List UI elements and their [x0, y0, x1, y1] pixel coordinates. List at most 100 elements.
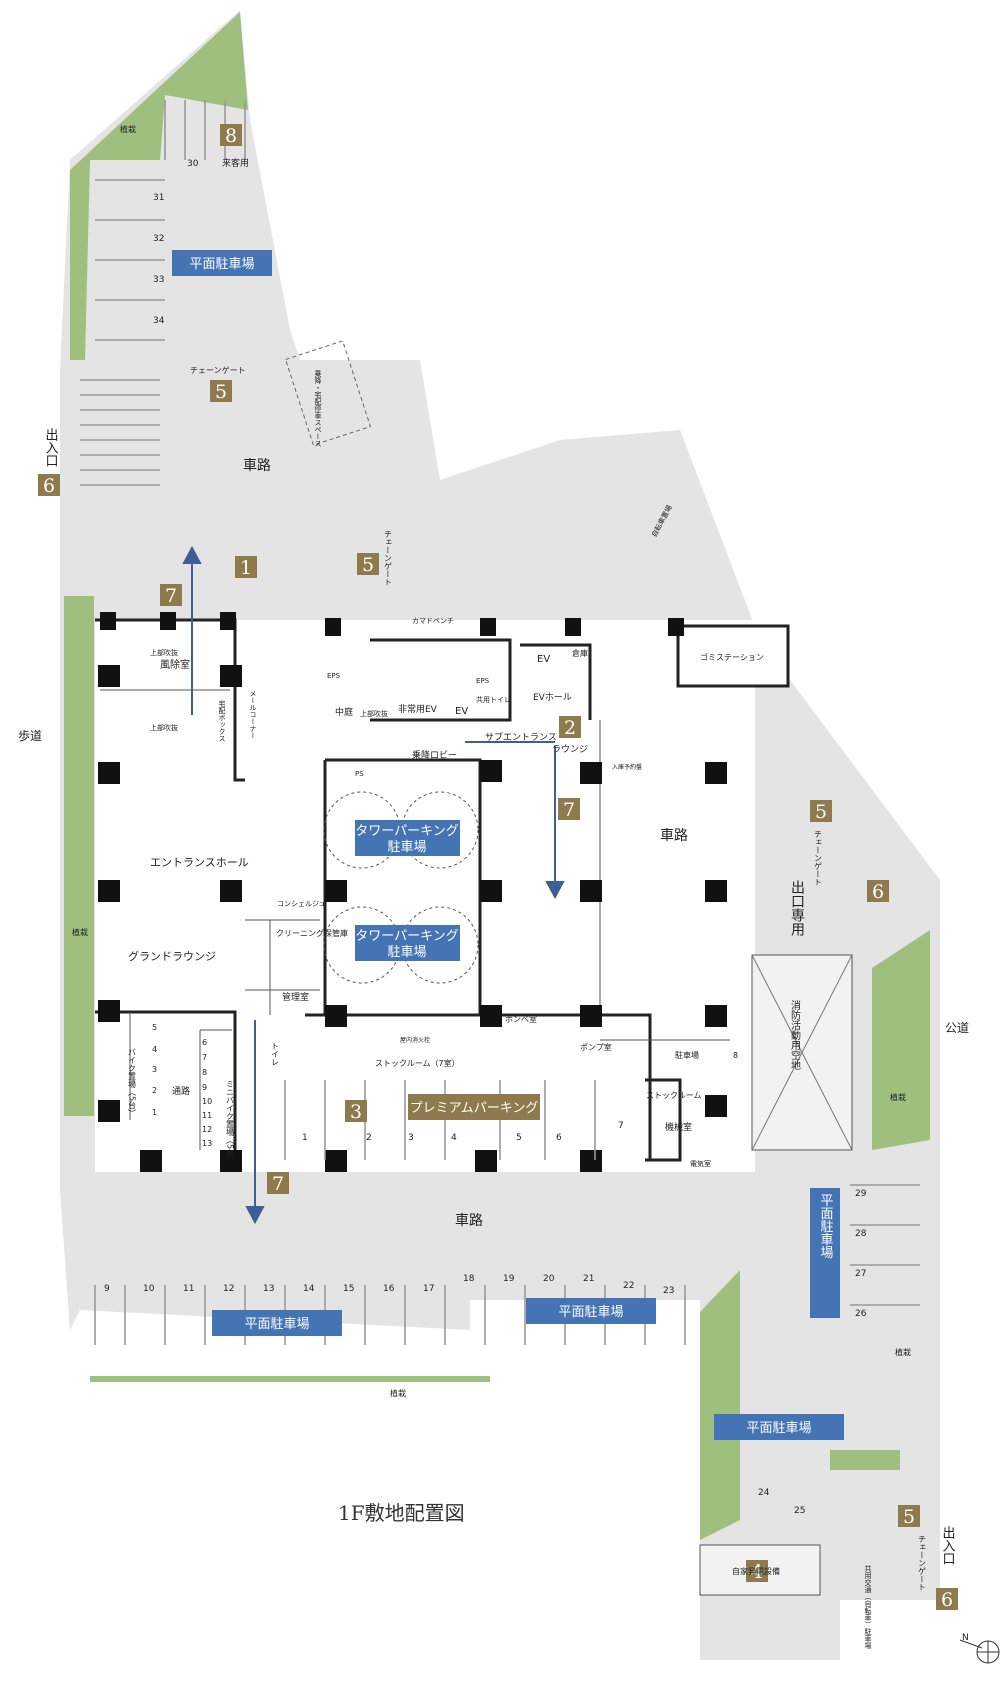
garbage-label: ゴミステーション [700, 652, 764, 662]
road-top: 車路 [243, 457, 271, 474]
stall-32: 32 [153, 234, 164, 244]
svg-text:5: 5 [903, 1506, 915, 1528]
minibike-9: 9 [202, 1083, 207, 1092]
stall-22: 22 [623, 1281, 634, 1291]
badge-7a: 7 [160, 584, 182, 607]
ev2-label: EV [537, 654, 550, 665]
stall-numbers-minibike: 6 7 8 9 10 11 12 13 [202, 1038, 212, 1148]
route-arrows [182, 545, 565, 1225]
stock-room2-label: ストックルーム [646, 1091, 702, 1100]
svg-text:2: 2 [564, 717, 576, 739]
stall-numbers-right: 29 28 27 26 [855, 1189, 867, 1319]
stall-8-number: 8 [733, 1051, 738, 1060]
flat-parking-bottom-right-label: 平面駐車場 [714, 1414, 844, 1440]
premium-2: 2 [366, 1133, 372, 1143]
stall-20: 20 [543, 1274, 555, 1284]
svg-text:タワーパーキング: タワーパーキング [355, 824, 458, 839]
badge-6a: 6 [38, 474, 60, 497]
garbage-room [676, 624, 790, 688]
flat-parking-bottom-left-label: 平面駐車場 [212, 1310, 342, 1336]
stalls-right-lines [850, 1184, 920, 1306]
entrance-left-label: 出入口 [43, 428, 59, 467]
svg-text:8: 8 [225, 125, 237, 147]
stall-24: 24 [758, 1488, 770, 1498]
bike-4: 4 [152, 1045, 157, 1054]
stall-21: 21 [583, 1274, 594, 1284]
svg-text:7: 7 [272, 1173, 284, 1195]
svg-text:プレミアムパーキング: プレミアムパーキング [410, 1101, 539, 1116]
road-mid: 車路 [660, 827, 688, 844]
chain-gate-mid: チェーンゲート [384, 530, 393, 586]
premium-4: 4 [451, 1133, 457, 1143]
svg-text:3: 3 [350, 1101, 362, 1123]
svg-text:6: 6 [872, 881, 884, 903]
upper-void-label1: 上部吹抜 [150, 648, 178, 657]
bike-label: バイク置場（5台） [128, 1048, 137, 1117]
stalls-top-lines [80, 100, 246, 486]
north-arrow-icon: N [959, 1633, 1000, 1664]
stall-12: 12 [223, 1284, 234, 1294]
bike-2: 2 [152, 1086, 157, 1095]
svg-text:5: 5 [215, 381, 227, 403]
eps2-label: EPS [476, 677, 490, 685]
minibike-8: 8 [202, 1068, 207, 1077]
boarding-lobby-label: 乗降ロビー [412, 749, 457, 761]
fire-hydrant-label: 屋内消火栓 [400, 1036, 430, 1044]
stall-33: 33 [153, 275, 164, 285]
parking-8-label: 駐車場 [675, 1050, 699, 1060]
svg-text:平面駐車場: 平面駐車場 [746, 1421, 811, 1436]
emergency-ev-label: 非常用EV [398, 703, 438, 715]
flat-parking-top-label: 平面駐車場 [172, 250, 272, 276]
premium-7: 7 [618, 1121, 624, 1131]
stall-numbers-premium: 1 2 3 4 5 6 7 [302, 1121, 624, 1143]
generator-label: 自家発電設備 [732, 1566, 780, 1576]
stall-23: 23 [663, 1286, 674, 1296]
svg-text:4: 4 [751, 1561, 763, 1583]
stall-9: 9 [104, 1284, 110, 1294]
electric-room-label: 電気室 [690, 1159, 711, 1168]
planting-bottom-label: 植栽 [390, 1388, 406, 1398]
minibike-10: 10 [202, 1097, 212, 1106]
flat-parking-bottom-mid-label: 平面駐車場 [526, 1298, 656, 1324]
planting-right [872, 930, 930, 1150]
grand-lounge-label: グランドラウンジ [128, 949, 216, 963]
main-building [95, 620, 755, 1172]
shared-bicycle-label: 共用交通（自転車）駐車場 [864, 1564, 872, 1650]
badge-4: 4 [746, 1560, 768, 1583]
premium-1: 1 [302, 1133, 308, 1143]
badge-1: 1 [235, 556, 257, 579]
columns [98, 612, 727, 1172]
chain-gate-right: チェーンゲート [814, 830, 823, 886]
stall-16: 16 [383, 1284, 395, 1294]
planting-right-label: 植栽 [890, 1092, 906, 1102]
stall-10: 10 [143, 1284, 155, 1294]
public-road-label: 公道 [945, 1021, 969, 1035]
svg-text:5: 5 [362, 554, 374, 576]
cylinder-room-label: ボンベ室 [505, 1014, 537, 1024]
planting-top-label: 植栽 [120, 124, 136, 134]
stall-19: 19 [503, 1274, 515, 1284]
road-bottom: 車路 [455, 1212, 483, 1229]
stall-29: 29 [855, 1189, 867, 1199]
chain-gate-br: チェーンゲート [918, 1535, 927, 1591]
svg-text:平面駐車場: 平面駐車場 [558, 1305, 623, 1320]
svg-text:平面駐車場: 平面駐車場 [189, 257, 254, 272]
planting-top [70, 12, 248, 360]
minibike-7: 7 [202, 1053, 207, 1062]
premium-parking-label: プレミアムパーキング [408, 1094, 540, 1120]
badge-8: 8 [220, 124, 242, 147]
upper-void-label3: 上部吹抜 [360, 709, 388, 718]
stall-13: 13 [263, 1284, 274, 1294]
planting-bottom-right2 [830, 1450, 900, 1470]
stall-numbers-bottom-right: 24 25 [758, 1488, 805, 1516]
stall-31: 31 [153, 193, 164, 203]
boarding-space-label: 乗降・宅配停車スペース [314, 369, 322, 447]
lounge-label: ラウンジ [552, 744, 588, 755]
entrance-right-label: 出入口 [940, 1526, 956, 1565]
stall-25: 25 [794, 1506, 805, 1516]
stall-34: 34 [153, 316, 165, 326]
badge-2: 2 [559, 716, 581, 739]
